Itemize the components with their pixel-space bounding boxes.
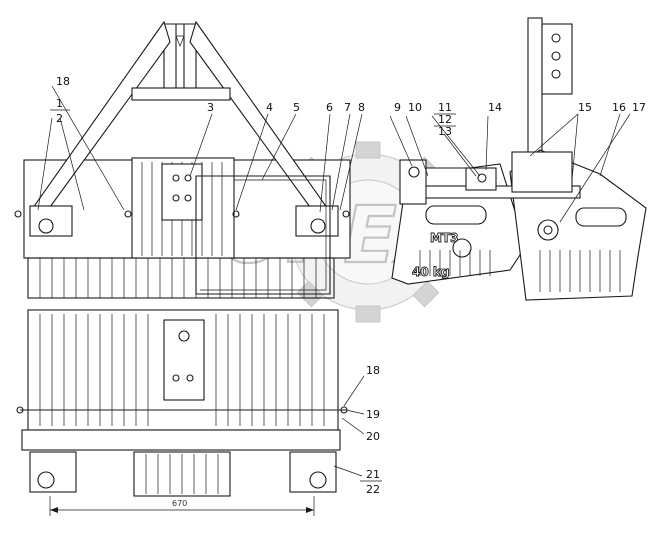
plate-mass: 40 kg	[412, 265, 449, 279]
callout-17: 17	[632, 101, 646, 114]
front-bolt	[172, 194, 180, 202]
callout-3: 3	[207, 101, 214, 114]
plan-left-pin	[37, 471, 55, 489]
side-pin	[452, 238, 472, 258]
front-a-frame	[29, 20, 331, 219]
callout-22: 22	[366, 483, 380, 496]
callout-13: 13	[438, 125, 452, 138]
side-mount-block	[511, 151, 573, 193]
side-mast-bracket	[541, 23, 573, 95]
plan-ribs	[39, 314, 325, 426]
leader-lines	[37, 85, 631, 477]
front-left-pin	[38, 218, 54, 234]
plan-view: 670	[16, 309, 348, 516]
callout-2: 2	[56, 112, 63, 125]
callout-8: 8	[358, 101, 365, 114]
plan-bolt	[186, 374, 194, 382]
callout-6: 6	[326, 101, 333, 114]
side-hole	[551, 51, 561, 61]
front-bolt	[232, 210, 240, 218]
plate-brand: MT3	[430, 231, 458, 245]
side-handle-slot	[575, 207, 627, 227]
plan-right-pin	[309, 471, 327, 489]
callout-11: 11	[438, 101, 452, 114]
plan-frame	[21, 429, 341, 451]
callout-18: 18	[56, 75, 70, 88]
callout-14: 14	[488, 101, 502, 114]
dimension-value: 670	[172, 499, 187, 508]
front-bolt	[184, 174, 192, 182]
plan-left-nut	[16, 406, 24, 414]
plan-center-pin	[178, 330, 190, 342]
side-hole	[551, 33, 561, 43]
plan-bolt	[172, 374, 180, 382]
callout-16: 16	[612, 101, 626, 114]
front-left-nut	[14, 210, 22, 218]
callout-12: 12	[438, 113, 452, 126]
callout-4: 4	[266, 101, 273, 114]
side-clamp-bolt	[477, 173, 487, 183]
callout-9: 9	[394, 101, 401, 114]
callout-18-lower: 18	[366, 364, 380, 377]
plan-center-ribs	[145, 454, 219, 494]
front-bolt	[184, 194, 192, 202]
callout-1: 1	[56, 97, 63, 110]
side-hitch-pin	[408, 166, 420, 178]
side-lower-pin	[537, 219, 559, 241]
side-hole	[551, 69, 561, 79]
side-handle-slot	[425, 205, 487, 225]
front-center-bracket	[161, 163, 203, 221]
side-view: MT3 40 kg	[391, 17, 647, 301]
front-right-nut	[342, 210, 350, 218]
plan-right-hitch	[289, 451, 337, 493]
front-right-bracket	[295, 205, 339, 237]
callout-20: 20	[366, 430, 380, 443]
side-lower-pin-core	[543, 225, 553, 235]
front-bolt	[124, 210, 132, 218]
callout-19: 19	[366, 408, 380, 421]
side-hitch	[399, 159, 427, 205]
callout-10: 10	[408, 101, 422, 114]
plan-center-bracket	[163, 319, 205, 401]
dimension-line	[49, 496, 315, 516]
plan-left-hitch	[29, 451, 77, 493]
side-clamp	[465, 167, 497, 191]
callout-labels: 18 1 2 3 4 5 6 7 8 9 10 11 12 13 14 15 1…	[50, 75, 646, 496]
callout-21: 21	[366, 468, 380, 481]
side-weight-ribs	[419, 250, 621, 292]
callout-7: 7	[344, 101, 351, 114]
front-bolt	[172, 174, 180, 182]
front-view	[14, 20, 351, 299]
callout-15: 15	[578, 101, 592, 114]
front-rod-loop-inner	[200, 179, 327, 291]
front-right-pin	[310, 218, 326, 234]
front-rod-loop	[195, 175, 331, 295]
callout-5: 5	[293, 101, 300, 114]
